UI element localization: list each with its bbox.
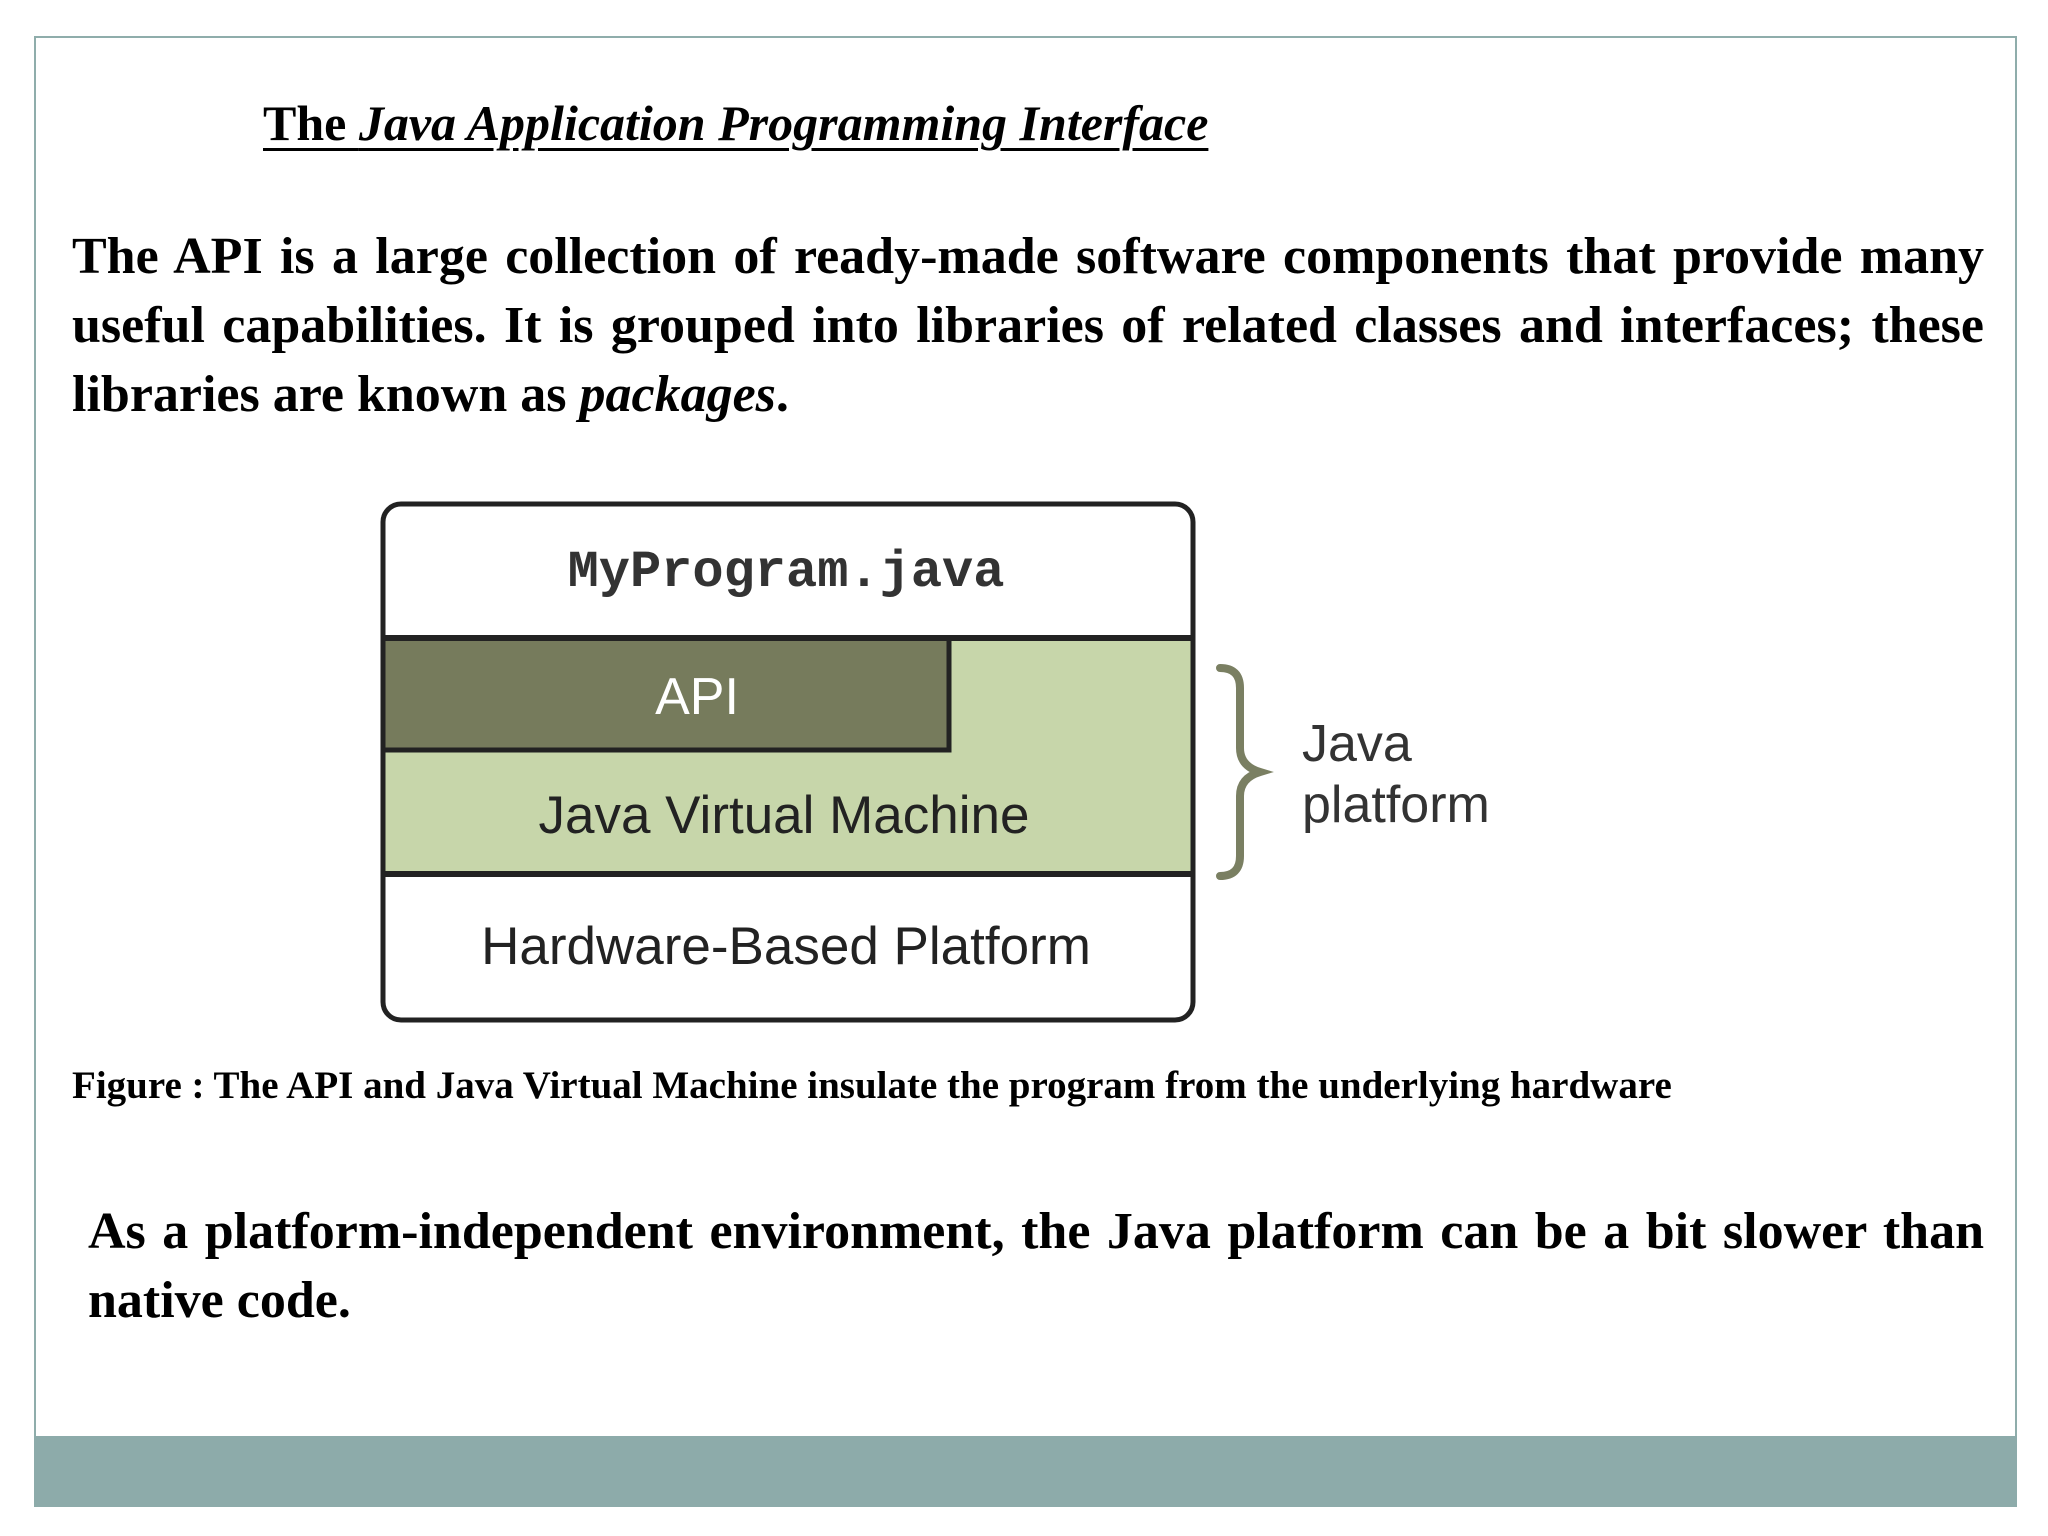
title-prefix: The [263, 95, 359, 151]
api-label: API [655, 668, 739, 726]
title-italic: Java Application Programming Interface [358, 95, 1209, 151]
diagram-outer-box [380, 501, 1196, 1023]
brace-label-line2: platform [1302, 776, 1490, 834]
footer-band [34, 1436, 2017, 1507]
slide-title: The Java Application Programming Interfa… [263, 96, 1208, 151]
figure-caption: Figure : The API and Java Virtual Machin… [72, 1064, 1672, 1107]
intro-end: . [775, 366, 789, 423]
platform-brace [1216, 664, 1274, 880]
intro-text: The API is a large collection of ready-m… [72, 228, 1984, 423]
hardware-label: Hardware-Based Platform [481, 917, 1091, 976]
intro-italic-term: packages [579, 366, 776, 423]
program-label: MyProgram.java [568, 543, 1005, 602]
java-platform-diagram: MyProgram.java API Java Virtual Machine … [380, 501, 1490, 1023]
closing-paragraph: As a platform-independent environment, t… [88, 1203, 1984, 1329]
jvm-label: Java Virtual Machine [538, 786, 1029, 845]
intro-paragraph: The API is a large collection of ready-m… [72, 222, 1984, 429]
brace-label-line1: Java [1302, 715, 1412, 773]
